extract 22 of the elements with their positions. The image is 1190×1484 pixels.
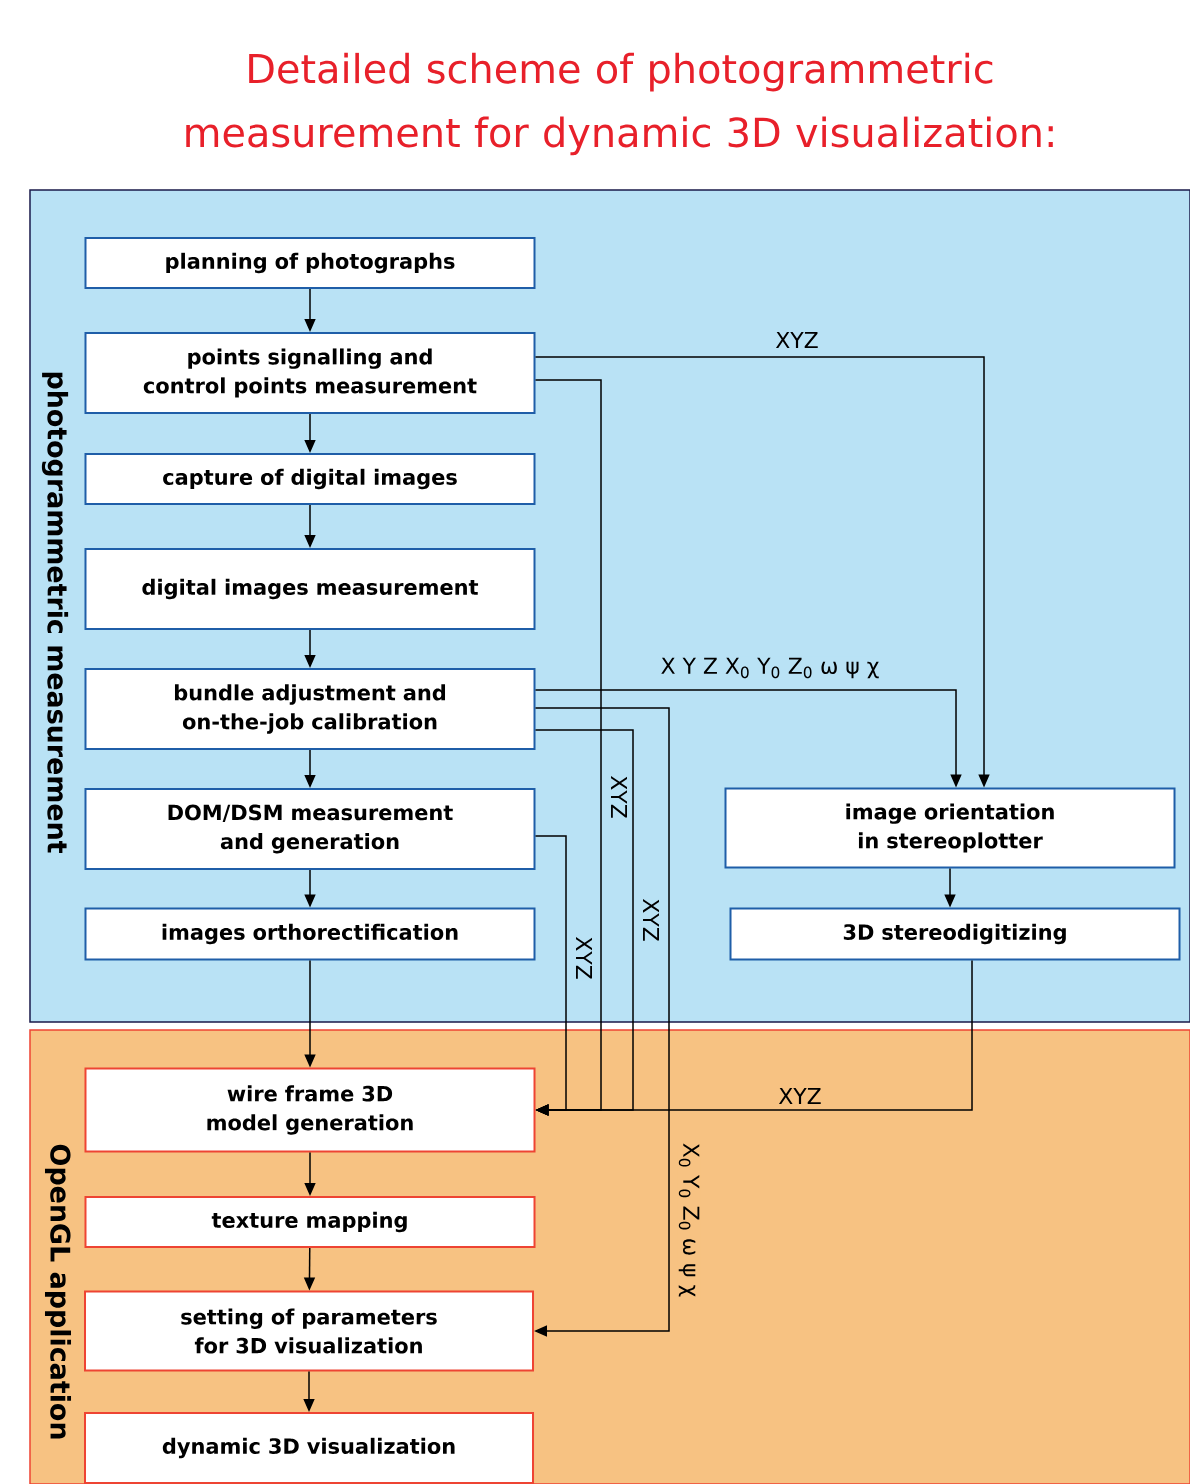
process-box: dynamic 3D visualization	[84, 1412, 534, 1484]
edge-label: XYZ	[610, 774, 628, 820]
process-box: bundle adjustment and on-the-job calibration	[84, 668, 536, 750]
edge-label: XYZ	[774, 331, 820, 349]
edge-label: X$_{0}$ Y$_{0}$ Z$_{0}$ ω ψ χ	[677, 1141, 701, 1299]
title: Detailed scheme of photogrammetric measurement for dynamic 3D visualization:	[186, 52, 1053, 156]
edge-label: X Y Z X$_{0}$ Y$_{0}$ Z$_{0}$ ω ψ χ	[659, 656, 881, 680]
process-box: setting of parameters for 3D visualization	[84, 1290, 534, 1372]
process-box: 3D stereodigitizing	[729, 907, 1181, 961]
process-box: capture of digital images	[84, 453, 536, 505]
process-box: points signalling and control points measurement	[84, 332, 536, 414]
edge-label: XYZ	[575, 935, 593, 981]
process-box: DOM/DSM measurement and generation	[84, 788, 536, 870]
process-box: images orthorectification	[84, 907, 536, 961]
process-box: wire frame 3D model generation	[84, 1067, 536, 1153]
process-box: digital images measurement	[84, 548, 536, 630]
edge-label: XYZ	[642, 897, 660, 943]
process-box: texture mapping	[84, 1196, 536, 1248]
process-box: image orientation in stereoplotter	[724, 787, 1176, 869]
edge-label: XYZ	[777, 1087, 823, 1105]
arrow	[534, 707, 670, 1337]
process-box: planning of photographs	[84, 237, 536, 289]
